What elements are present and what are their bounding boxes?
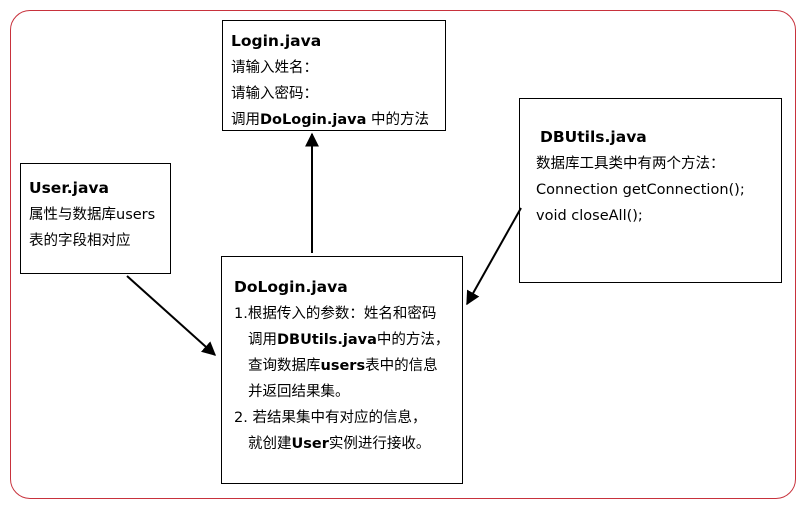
box-line: 1.根据传入的参数：姓名和密码 <box>234 306 437 322</box>
box-line: 并返回结果集。 <box>248 384 350 400</box>
box-line: 就创建User实例进行接收。 <box>234 431 462 457</box>
box-line: void closeAll(); <box>536 208 643 224</box>
box-line: 表的字段相对应 <box>29 233 131 249</box>
text-bold: User <box>291 436 329 452</box>
text-bold: DoLogin.java <box>260 112 367 128</box>
box-line: 数据库工具类中有两个方法： <box>536 156 725 172</box>
text: 调用 <box>231 112 260 128</box>
text: 中的方法 <box>366 112 429 128</box>
box-line: 请输入姓名： <box>231 60 318 76</box>
text: 实例进行接收。 <box>328 436 431 452</box>
box-title: DBUtils.java <box>540 128 647 146</box>
dbutils-java-box: DBUtils.java 数据库工具类中有两个方法： Connection ge… <box>519 98 782 283</box>
box-title: DoLogin.java <box>234 278 348 296</box>
arrow-user-to-dologin <box>126 275 217 356</box>
diagram-frame <box>10 10 796 499</box>
text-bold: DBUtils.java <box>277 332 377 348</box>
text: 表中的信息 <box>365 358 438 374</box>
box-line: Connection getConnection(); <box>536 182 745 198</box>
text: 调用 <box>248 332 277 348</box>
box-line: 查询数据库users表中的信息 <box>234 353 462 379</box>
text: 就创建 <box>248 436 292 452</box>
box-line: 2. 若结果集中有对应的信息， <box>234 410 427 426</box>
text: 查询数据库 <box>248 358 321 374</box>
user-java-box: User.java 属性与数据库users 表的字段相对应 <box>20 163 171 274</box>
box-title: Login.java <box>231 32 322 50</box>
text-bold: users <box>320 358 366 374</box>
login-java-box: Login.java 请输入姓名： 请输入密码： 调用DoLogin.java … <box>222 20 446 131</box>
arrow-dbutils-to-dologin <box>466 207 522 306</box>
dologin-java-box: DoLogin.java 1.根据传入的参数：姓名和密码 调用DBUtils.j… <box>221 256 463 484</box>
box-title: User.java <box>29 179 109 197</box>
box-line: 调用DBUtils.java中的方法， <box>234 327 462 353</box>
text: 中的方法， <box>376 332 450 348</box>
box-line: 属性与数据库users <box>29 207 156 223</box>
box-line: 请输入密码： <box>231 86 318 102</box>
box-line: 调用DoLogin.java 中的方法 <box>231 107 445 133</box>
